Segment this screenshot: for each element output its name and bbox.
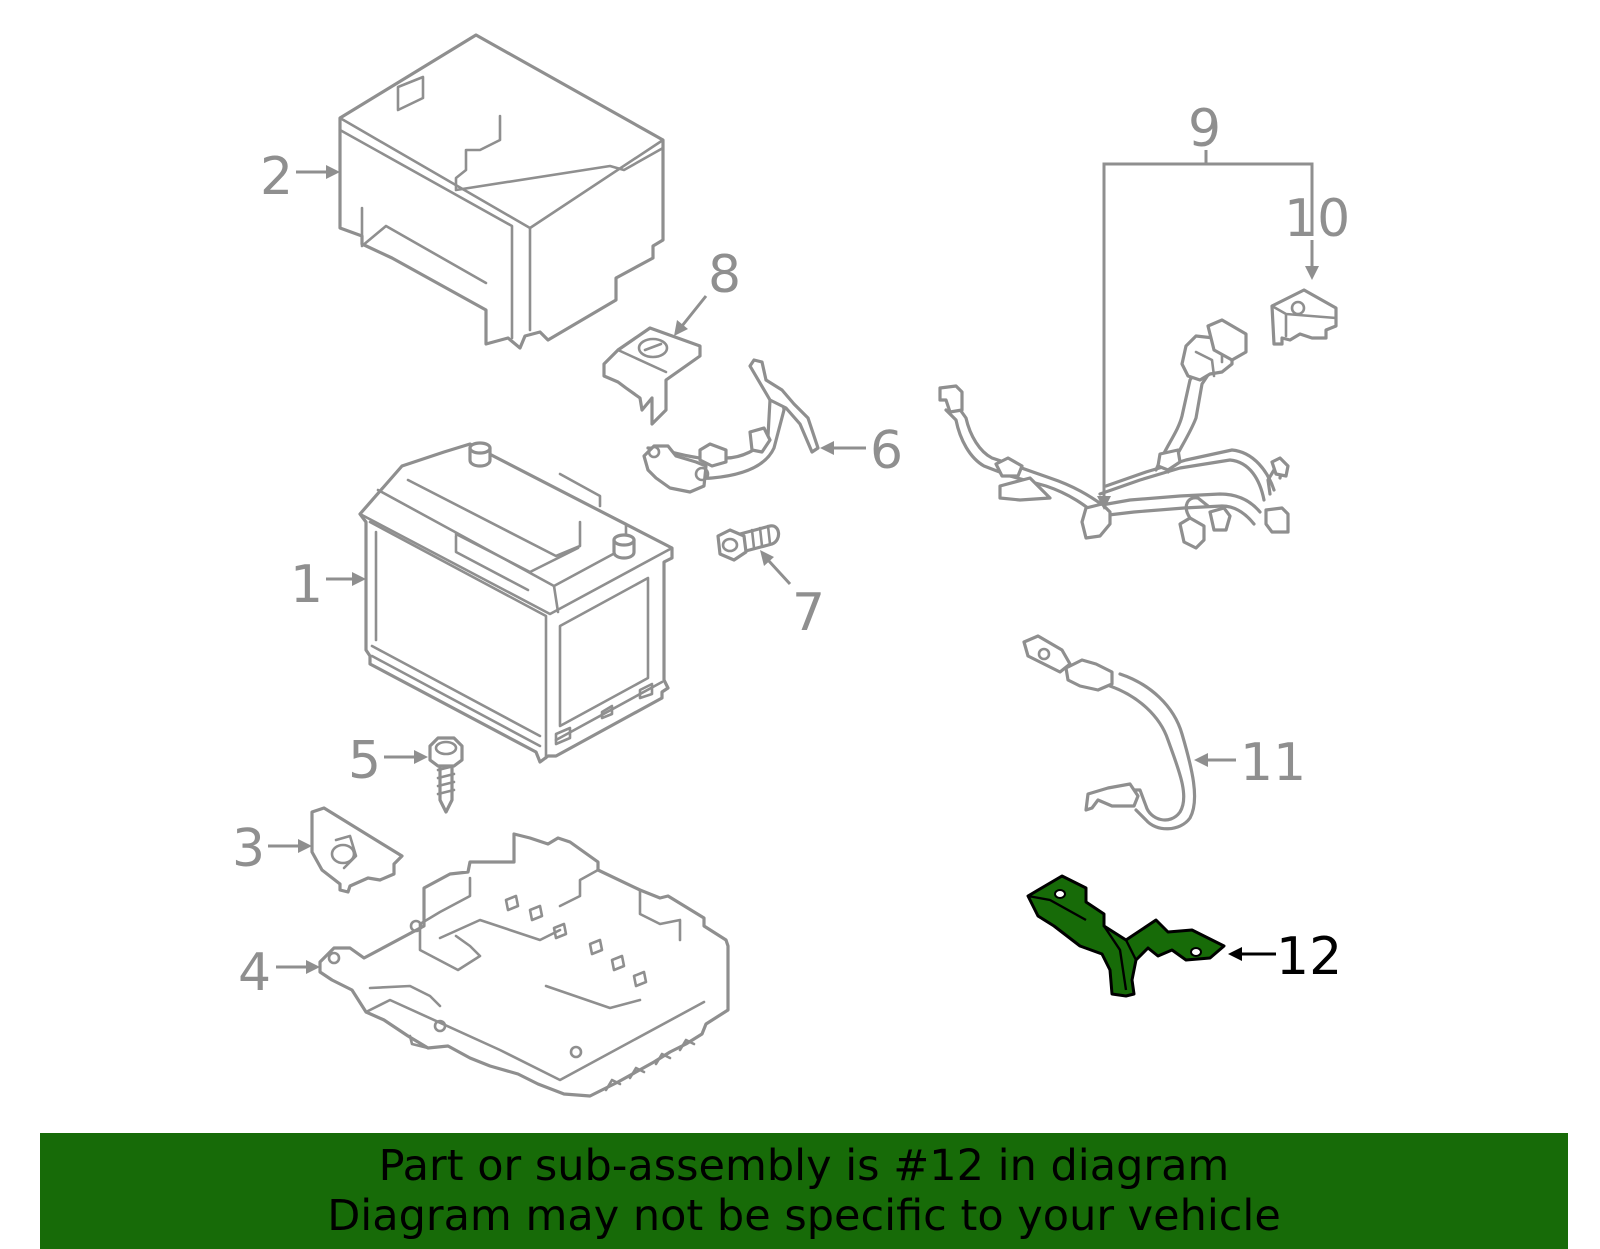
part-3-hold-down[interactable] (310, 806, 404, 894)
leader-lines (268, 150, 1319, 974)
callout-2: 2 (260, 147, 293, 207)
callout-1: 1 (290, 555, 323, 615)
part-6-terminal-clamp[interactable] (642, 358, 820, 494)
part-1-battery[interactable] (358, 441, 674, 764)
part-2-battery-cover[interactable] (338, 33, 665, 350)
callout-6: 6 (870, 421, 903, 481)
part-5-screw[interactable] (428, 736, 464, 814)
callout-11: 11 (1240, 733, 1306, 793)
banner-line-2: Diagram may not be specific to your vehi… (327, 1191, 1281, 1241)
info-banner: Part or sub-assembly is #12 in diagram D… (40, 1133, 1568, 1249)
part-10-bracket[interactable] (1270, 288, 1338, 346)
callout-10: 10 (1284, 189, 1350, 249)
callout-3: 3 (232, 819, 265, 879)
part-7-bolt[interactable] (716, 524, 781, 562)
callout-12: 12 (1276, 927, 1342, 987)
callout-8: 8 (708, 245, 741, 305)
part-9-wiring-harness[interactable] (938, 318, 1290, 550)
part-4-battery-tray[interactable] (318, 832, 730, 1098)
part-12-bracket-highlighted[interactable] (1026, 874, 1226, 998)
callout-9: 9 (1188, 99, 1221, 159)
banner-line-1: Part or sub-assembly is #12 in diagram (378, 1141, 1230, 1191)
part-11-ground-cable[interactable] (1022, 634, 1197, 831)
callout-7: 7 (792, 583, 825, 643)
part-8-terminal-cover[interactable] (602, 326, 702, 426)
callout-labels: 2 1 5 3 4 8 6 7 9 10 11 12 (232, 99, 1350, 1003)
callout-4: 4 (238, 943, 271, 1003)
callout-5: 5 (348, 731, 381, 791)
